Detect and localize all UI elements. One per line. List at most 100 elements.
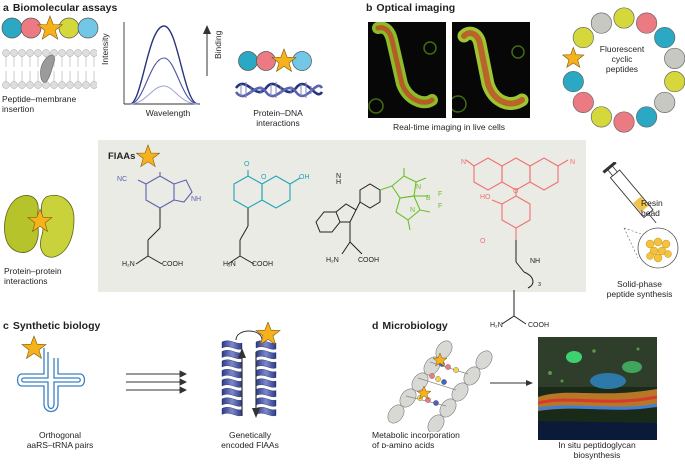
helix-turn: [221, 340, 243, 350]
chem-oh-label: OH: [299, 174, 310, 181]
chem-cooh-label: COOH: [528, 322, 549, 329]
peptide-bead: [613, 111, 635, 133]
caption-line: biosynthesis: [573, 450, 621, 460]
panel-letter: a: [3, 2, 9, 14]
peptide-bead: [636, 12, 658, 34]
live-cell-image-2: [452, 22, 530, 118]
chem-oxygen-label: O: [244, 161, 250, 168]
chem-oxygen-label: O: [513, 188, 519, 195]
helix-turn: [255, 350, 277, 360]
star-icon: [21, 335, 47, 360]
helix-turn: [221, 378, 243, 388]
solid-phase-caption: Solid-phase peptide synthesis: [594, 279, 685, 299]
chem-f-label: F: [438, 203, 443, 210]
panel-title-text: Biomolecular assays: [12, 2, 118, 14]
chem-h2n-label: H₂N: [326, 257, 339, 264]
dna-helix-icon: [234, 82, 324, 96]
helix-turn: [255, 397, 277, 407]
caption-line: cyclic: [611, 54, 633, 64]
helix-turn: [255, 359, 277, 369]
chem-h2n-label: H₂N: [490, 322, 503, 329]
metabolic-caption: Metabolic incorporation of ᴅ-amino acids: [372, 430, 502, 450]
caption-line: bead: [641, 208, 660, 218]
protein-protein-icon: [4, 194, 75, 258]
star-icon: [27, 208, 53, 233]
in-situ-caption: In situ peptidoglycan biosynthesis: [532, 440, 662, 460]
resin-bead-caption: Resin bead: [641, 198, 685, 218]
chem-n-label: N: [570, 159, 576, 166]
chem-oxygen-label: O: [480, 238, 486, 245]
peptide-bead: [613, 7, 635, 29]
emission-spectrum-plot: [123, 22, 211, 105]
panel-title-text: Microbiology: [382, 320, 448, 332]
chem-cooh-label: COOH: [252, 261, 273, 268]
helix-turn: [221, 388, 243, 398]
helix-turn: [221, 369, 243, 379]
helix-turn: [255, 388, 277, 398]
caption-line: Fluorescent: [599, 44, 645, 54]
caption-line: Peptide–membrane: [2, 94, 77, 104]
star-icon: [255, 322, 281, 346]
peptide-chain-icon: [1, 15, 99, 40]
peptidoglycan-lattice-icon: [387, 340, 493, 432]
chem-n-plus-label: N: [416, 184, 422, 191]
binding-arrow-label: Binding: [213, 30, 223, 59]
caption-line: In situ peptidoglycan: [558, 440, 636, 450]
live-cells-caption: Real-time imaging in live cells: [393, 122, 505, 132]
caption-line: insertion: [2, 104, 35, 114]
trna-icon: [16, 335, 86, 413]
caption-line: Genetically: [228, 430, 272, 440]
chem-n-plus-label: N: [461, 159, 467, 166]
caption-line: Protein–protein: [4, 266, 62, 276]
peptide-bead: [562, 71, 584, 93]
chem-oxygen-label: O: [261, 174, 267, 181]
peptide-insertion-icon: [40, 54, 55, 83]
cyclic-peptides-caption: Fluorescent cyclic peptides: [585, 44, 659, 74]
peptide-bead: [654, 91, 676, 113]
cyanotryptophan-structure: [135, 172, 193, 265]
peptide-bead: [590, 106, 612, 128]
panel-letter: d: [372, 320, 379, 332]
chem-n-label: N: [336, 173, 342, 180]
chem-subscript-3: 3: [538, 282, 542, 288]
caption-line: Resin: [641, 198, 663, 208]
chem-nh-label: NH: [530, 258, 541, 265]
microscopy-image: [538, 337, 657, 440]
peptide-bead: [572, 91, 594, 113]
peptide-bead: [636, 106, 658, 128]
star-icon: [271, 48, 297, 73]
spectrum-curve-mid: [129, 57, 199, 105]
chem-f-label: F: [438, 191, 443, 198]
helix-turn: [221, 397, 243, 407]
wavelength-axis-label: Wavelength: [145, 108, 191, 118]
spectrum-curve-high: [129, 25, 199, 105]
caption-line: aaRS–tRNA pairs: [26, 440, 94, 450]
live-cell-image-1: [368, 22, 446, 118]
chem-h-label: H: [336, 179, 342, 186]
orthogonal-caption: Orthogonal aaRS–tRNA pairs: [10, 430, 110, 450]
caption-line: peptide synthesis: [606, 289, 673, 299]
bodipy-structure: [315, 168, 431, 255]
peptide-bead: [664, 47, 685, 69]
star-icon: [36, 15, 64, 40]
panel-title-text: Optical imaging: [376, 2, 456, 14]
caption-line: encoded FlAAs: [221, 440, 279, 450]
coumarin-structure: [227, 170, 301, 265]
chem-nc-label: NC: [117, 176, 128, 183]
panel-title-text: Synthetic biology: [12, 320, 101, 332]
caption-line: interactions: [4, 276, 48, 286]
caption-line: of ᴅ-amino acids: [372, 440, 435, 450]
chem-ho-label: HO: [480, 194, 491, 201]
helix-turn: [255, 369, 277, 379]
peptide-bead: [590, 12, 612, 34]
protein-protein-caption: Protein–protein interactions: [4, 266, 98, 286]
caption-line: Protein–DNA: [253, 108, 303, 118]
chem-n-label: N: [410, 207, 416, 214]
helix-turn: [221, 359, 243, 369]
flaas-title: FlAAs: [108, 151, 136, 162]
flaas-panel: [98, 140, 586, 292]
helix-turn: [255, 407, 277, 417]
peptide-membrane-caption: Peptide–membrane insertion: [2, 94, 98, 114]
